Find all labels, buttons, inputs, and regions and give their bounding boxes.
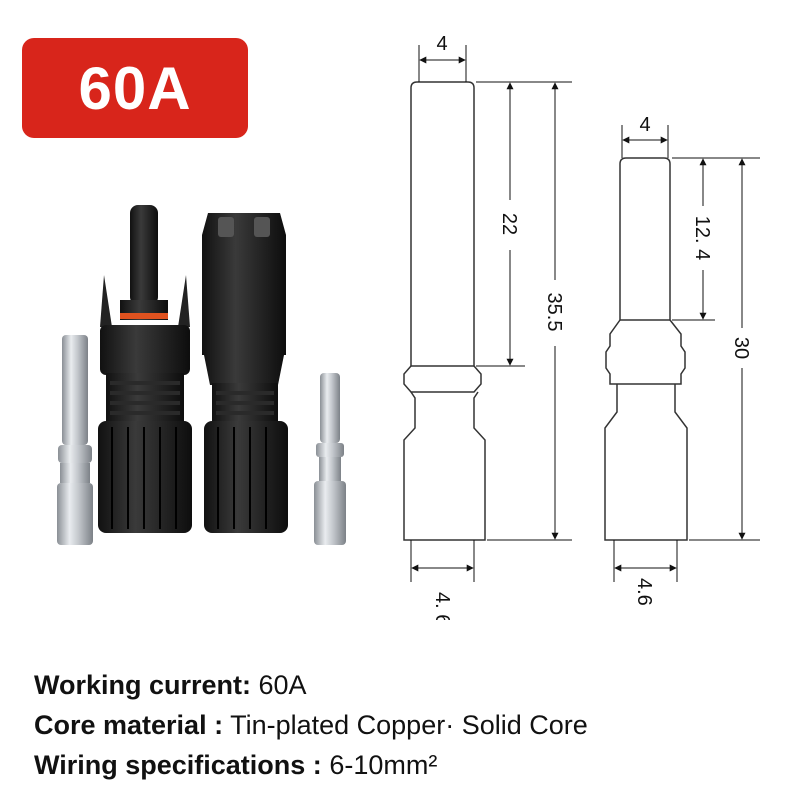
spec-value: 6-10mm² <box>321 750 438 780</box>
left-pin-total-length: 35.5 <box>543 293 565 332</box>
specifications: Working current: 60A Core material : Tin… <box>34 665 774 785</box>
left-pin-upper-length: 22 <box>498 213 520 235</box>
spec-working-current: Working current: 60A <box>34 665 774 705</box>
left-pin-top-width: 4 <box>436 33 447 55</box>
spec-core-material: Core material : Tin-plated Copper· Solid… <box>34 705 774 745</box>
right-pin-upper-length: 12. 4 <box>691 216 713 260</box>
right-pin-total-length: 30 <box>730 337 752 359</box>
male-connector <box>98 205 192 533</box>
spec-value: 60A <box>251 670 307 700</box>
spec-value: Tin-plated Copper· Solid Core <box>223 710 588 740</box>
left-metal-pin <box>57 335 93 545</box>
left-pin-bottom-width: 4. 6 <box>431 592 453 620</box>
female-connector <box>202 213 288 533</box>
spec-label: Working current: <box>34 670 252 700</box>
spec-label: Wiring specifications : <box>34 750 322 780</box>
left-pin-outline <box>403 81 486 541</box>
right-pin-bottom-width: 4.6 <box>633 578 655 606</box>
current-rating-badge: 60A <box>22 38 248 138</box>
spec-label: Core material : <box>34 710 224 740</box>
right-pin-top-width: 4 <box>639 114 650 136</box>
spec-wiring: Wiring specifications : 6-10mm² <box>34 745 774 785</box>
right-pin-outline <box>604 157 688 541</box>
connector-product-image <box>57 205 346 545</box>
pin-dimension-drawing: 4 22 35.5 4. 6 4 12. 4 30 4.6 <box>403 33 760 620</box>
badge-label: 60A <box>78 54 192 122</box>
right-metal-pin <box>314 373 346 545</box>
